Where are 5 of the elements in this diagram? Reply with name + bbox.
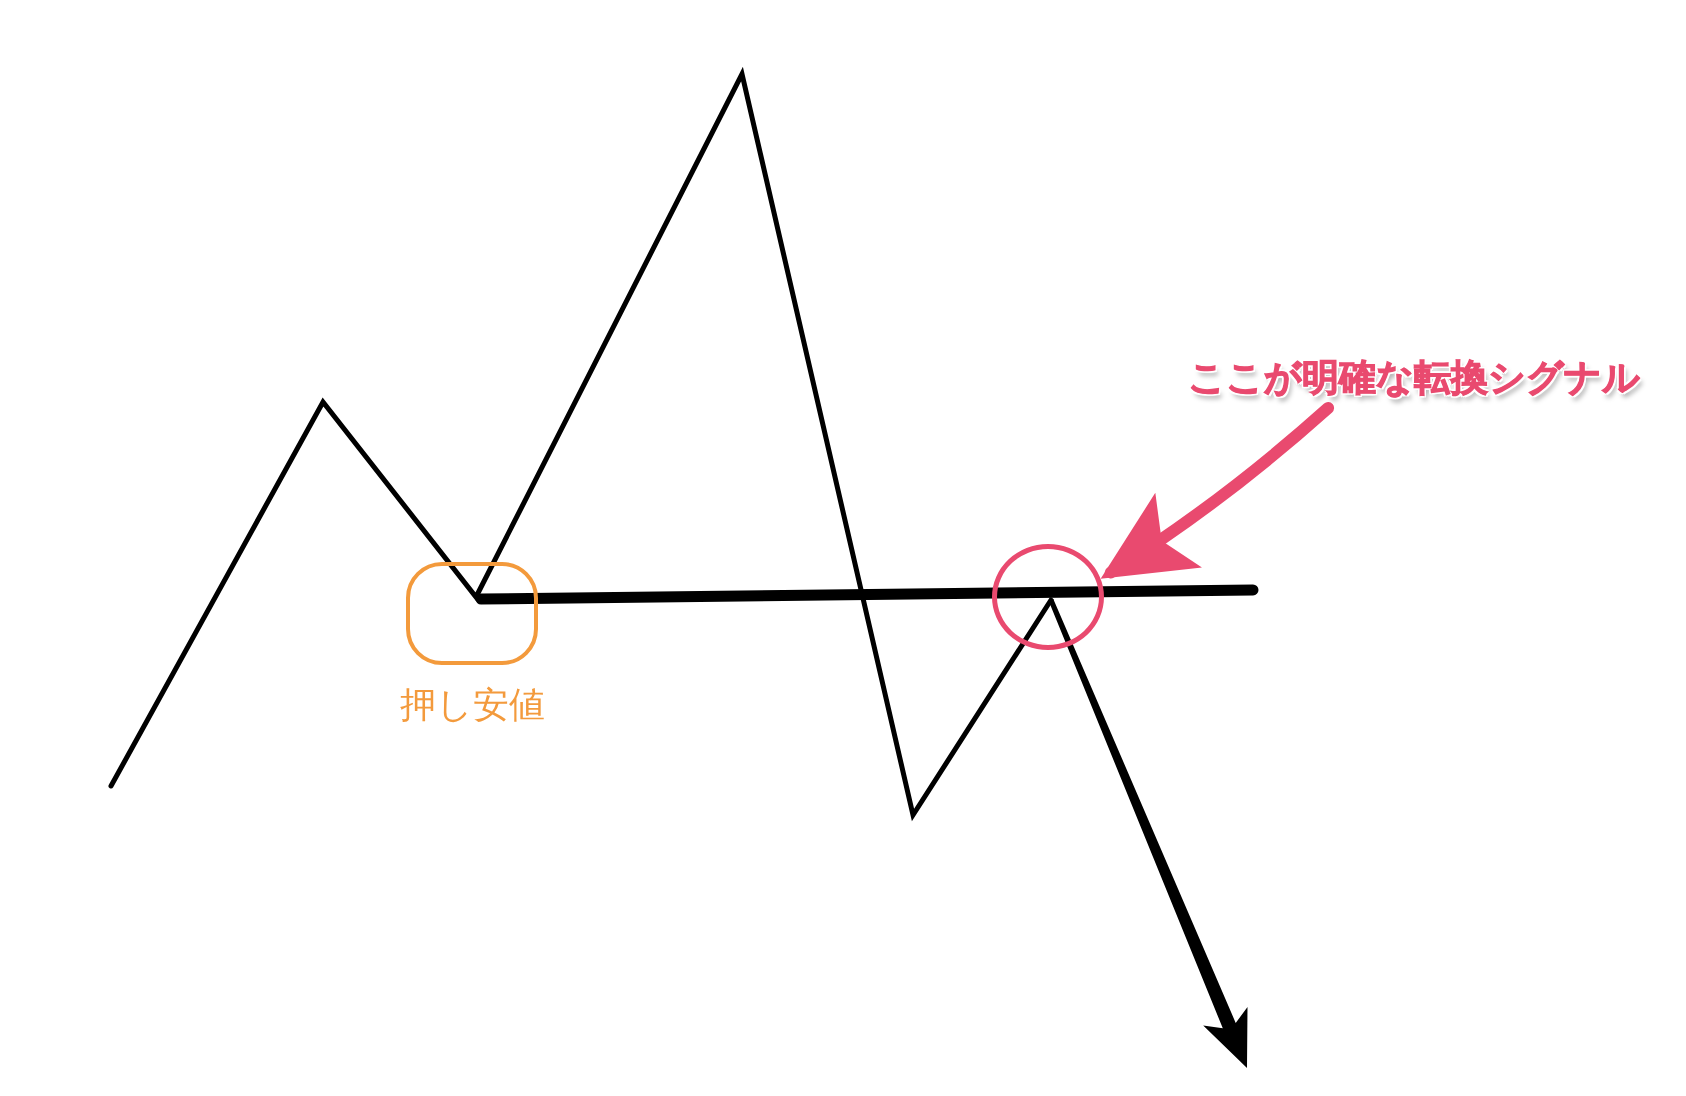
rounded-box — [406, 562, 538, 665]
highlight-circle — [992, 544, 1104, 650]
leader-arrow — [1100, 402, 1335, 579]
box-caption: 押し安値 — [399, 683, 545, 726]
callout-text: ここが明確な転換シグナル — [1188, 356, 1640, 400]
